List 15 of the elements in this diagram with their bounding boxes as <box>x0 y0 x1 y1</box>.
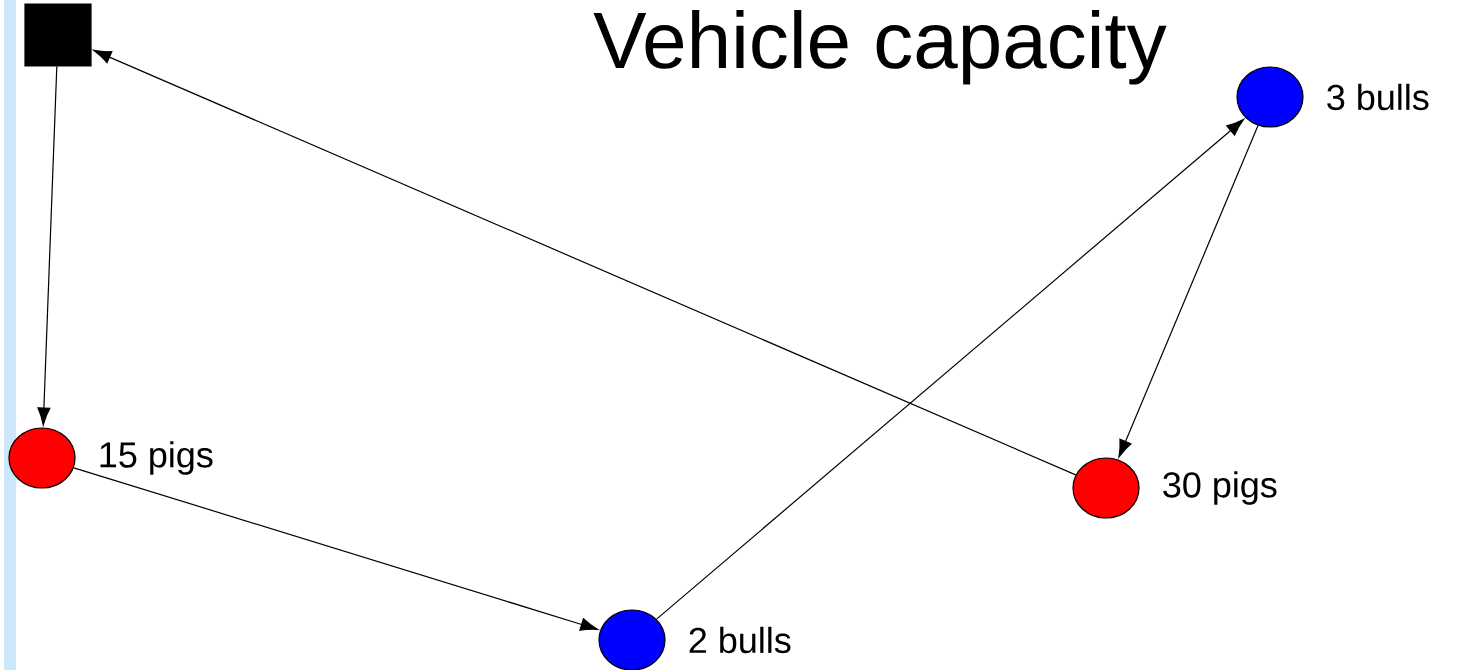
arrow <box>1118 125 1259 458</box>
node-label: 3 bulls <box>1327 83 1429 111</box>
customer-circle <box>1236 66 1304 128</box>
arrow <box>73 467 599 631</box>
node-label: 2 bulls <box>689 626 791 654</box>
arrow <box>655 119 1245 620</box>
arrow <box>37 66 58 426</box>
node-label: 30 pigs <box>1163 471 1277 505</box>
title: Vehicle capacity <box>593 10 1167 85</box>
customer-circle <box>598 609 666 670</box>
arrow <box>93 49 1077 476</box>
node-label: 15 pigs <box>100 441 213 475</box>
customer-circle <box>8 427 76 489</box>
customer-circle <box>1072 457 1140 519</box>
depot-square <box>24 3 92 67</box>
